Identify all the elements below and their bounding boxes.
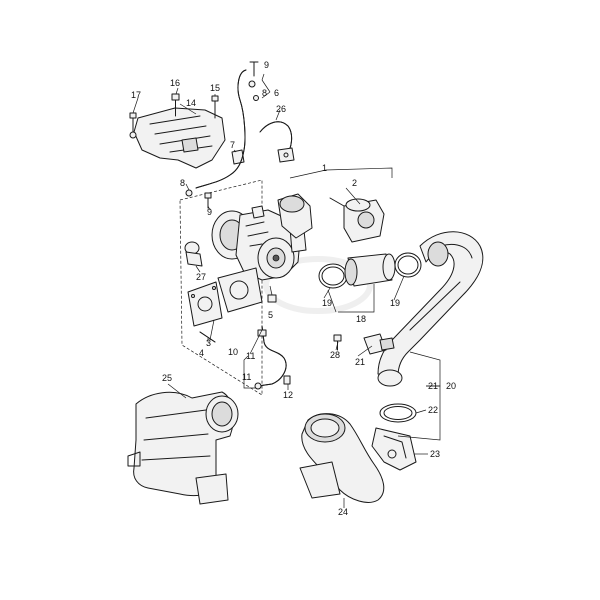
- callout-28: 28: [330, 350, 340, 360]
- o-ring-22: [379, 403, 417, 423]
- catalytic-converter-25: [127, 391, 239, 505]
- watermark: [263, 256, 373, 314]
- callout-25: 25: [162, 373, 172, 383]
- oil-supply-line: [195, 61, 259, 189]
- bolt-17: [129, 112, 137, 139]
- callout-15: 15: [210, 83, 220, 93]
- callout-14: 14: [186, 98, 196, 108]
- sensor-27: [184, 241, 203, 267]
- nut-5: [267, 294, 277, 303]
- callout-19-left: 19: [322, 298, 332, 308]
- callout-11-lower: 11: [242, 372, 251, 382]
- charge-pipe-24: [299, 413, 385, 503]
- callout-19-right: 19: [390, 298, 400, 308]
- seal-ring-19-right: [394, 252, 422, 278]
- callout-17: 17: [131, 90, 141, 100]
- bracket-23: [371, 427, 417, 471]
- seal-ring-19-left: [318, 263, 348, 289]
- callout-10: 10: [228, 347, 238, 357]
- callout-22: 22: [428, 405, 438, 415]
- callout-8-lower: 8: [180, 178, 185, 188]
- callout-24: 24: [338, 507, 348, 517]
- callout-21-right: 21: [428, 381, 438, 391]
- screw-28: [333, 334, 342, 351]
- callout-11-upper: 11: [246, 351, 255, 361]
- callout-3: 3: [206, 338, 211, 348]
- callout-9-upper: 9: [264, 60, 269, 70]
- callout-26: 26: [276, 104, 286, 114]
- coolant-pipe-26: [259, 121, 295, 163]
- callout-21-left: 21: [355, 357, 365, 367]
- stud-4: [199, 331, 216, 343]
- callout-7: 7: [230, 140, 235, 150]
- actuator-2: [329, 197, 385, 243]
- callout-16: 16: [170, 78, 180, 88]
- exhaust-flange: [217, 267, 263, 313]
- gasket-3: [187, 281, 223, 327]
- callout-18: 18: [356, 314, 366, 324]
- charge-air-hose-20: [377, 231, 484, 387]
- hose-connector: [344, 253, 396, 287]
- bolt-9-lower: [204, 192, 212, 209]
- heat-shield: [133, 107, 226, 169]
- leader-lines: [132, 73, 441, 508]
- assembly-outline: [179, 179, 263, 396]
- callout-20: 20: [446, 381, 456, 391]
- callout-27: 27: [196, 272, 206, 282]
- callout-5: 5: [268, 310, 273, 320]
- bolt-16: [171, 93, 180, 117]
- callout-1: 1: [322, 163, 327, 173]
- nut-8-lower: [185, 189, 193, 197]
- callout-6: 6: [274, 88, 279, 98]
- callout-2: 2: [352, 178, 357, 188]
- callout-8-upper: 8: [262, 88, 267, 98]
- callout-labels: 1 2 3 4 5 6 7 8 8 9 9 10 11 11 12 14 15 …: [131, 60, 456, 517]
- outlet-elbow: [277, 193, 313, 239]
- callout-4: 4: [199, 348, 204, 358]
- callout-12: 12: [283, 390, 293, 400]
- callout-9-lower: 9: [207, 207, 212, 217]
- callout-23: 23: [430, 449, 440, 459]
- oil-return-line: [254, 325, 291, 390]
